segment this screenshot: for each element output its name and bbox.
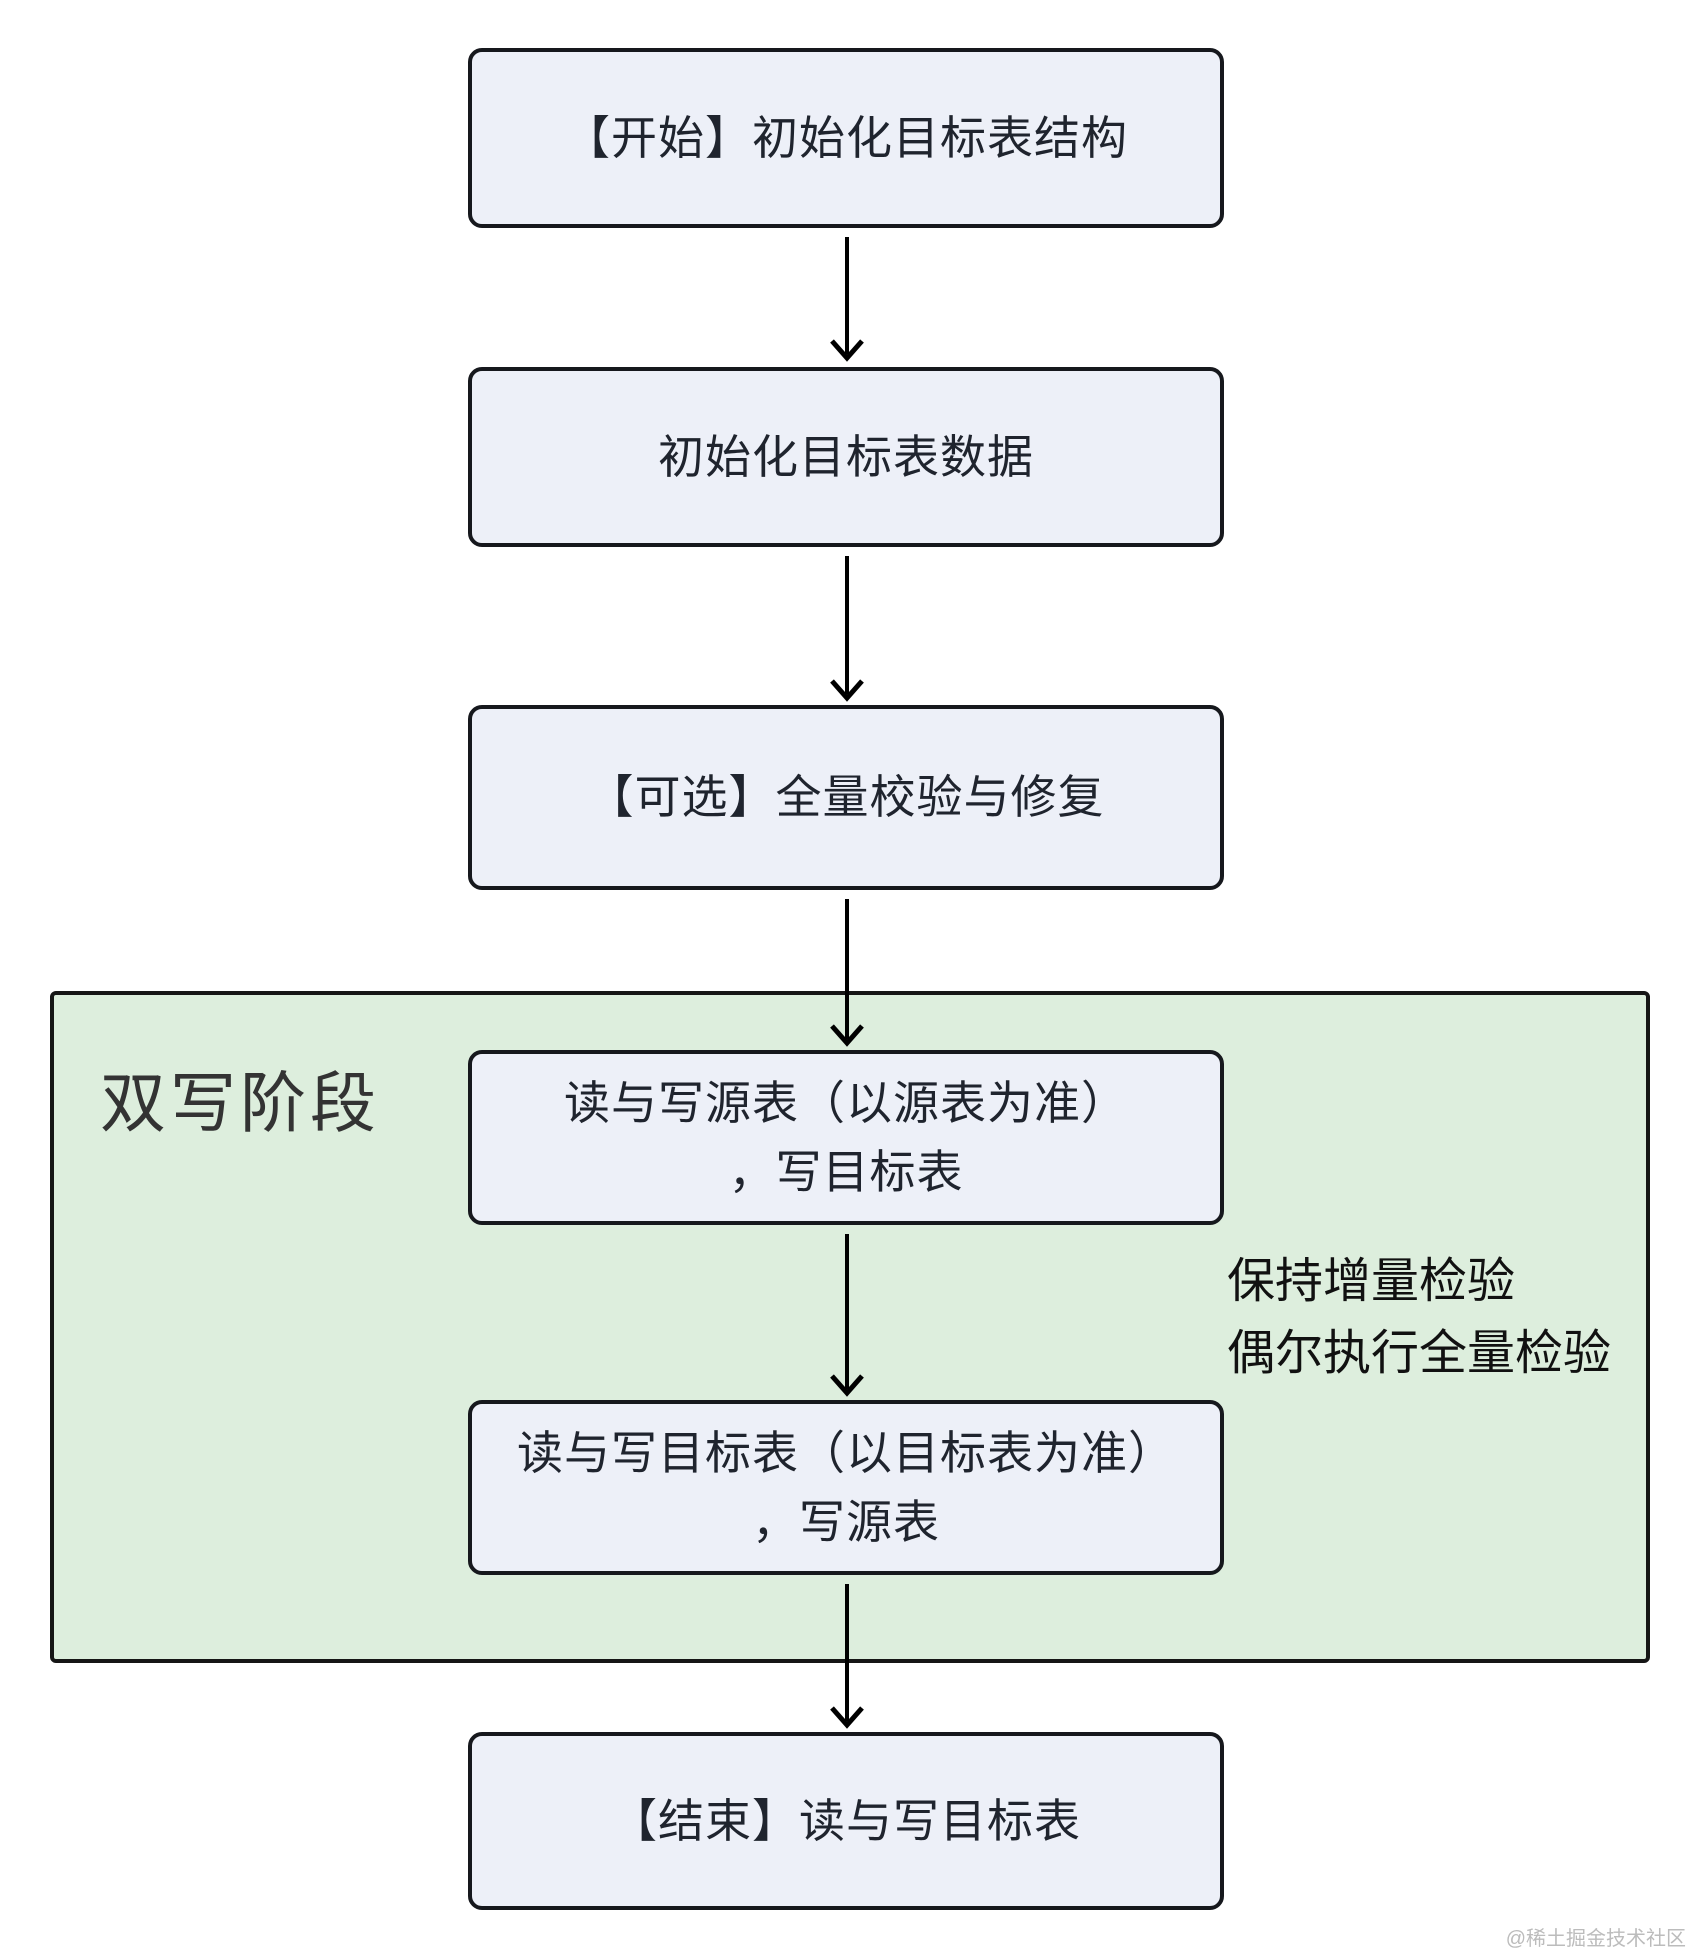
node-optional-full-check: 【可选】全量校验与修复 — [468, 705, 1224, 890]
node-init-target-data: 初始化目标表数据 — [468, 367, 1224, 547]
incremental-check-annotation: 保持增量检验 偶尔执行全量检验 — [1227, 1246, 1611, 1390]
node-dual-write-target-line1: 读与写目标表（以目标表为准） — [517, 1426, 1175, 1479]
node-dual-write-source-line2: ，写目标表 — [728, 1145, 964, 1198]
arrow-start-to-init-data — [830, 237, 864, 362]
node-dual-write-source-primary: 读与写源表（以源表为准） ，写目标表 — [468, 1050, 1224, 1225]
watermark-text: @稀土掘金技术社区 — [1505, 1928, 1686, 1950]
node-start: 【开始】初始化目标表结构 — [468, 48, 1224, 228]
node-init-target-data-label: 初始化目标表数据 — [658, 430, 1034, 483]
arrow-init-data-to-check — [830, 556, 864, 702]
dual-write-phase-label: 双写阶段 — [100, 1066, 380, 1140]
node-dual-write-target-line2: ，写源表 — [752, 1495, 940, 1548]
node-dual-write-target-primary: 读与写目标表（以目标表为准） ，写源表 — [468, 1400, 1224, 1575]
annotation-line2: 偶尔执行全量检验 — [1227, 1327, 1612, 1380]
annotation-line1: 保持增量检验 — [1227, 1255, 1516, 1308]
node-optional-full-check-label: 【可选】全量校验与修复 — [587, 771, 1105, 823]
node-end-label: 【结束】读与写目标表 — [611, 1794, 1081, 1847]
node-dual-write-source-line1: 读与写源表（以源表为准） — [564, 1076, 1128, 1129]
node-start-label: 【开始】初始化目标表结构 — [564, 111, 1128, 164]
node-end: 【结束】读与写目标表 — [468, 1732, 1224, 1910]
